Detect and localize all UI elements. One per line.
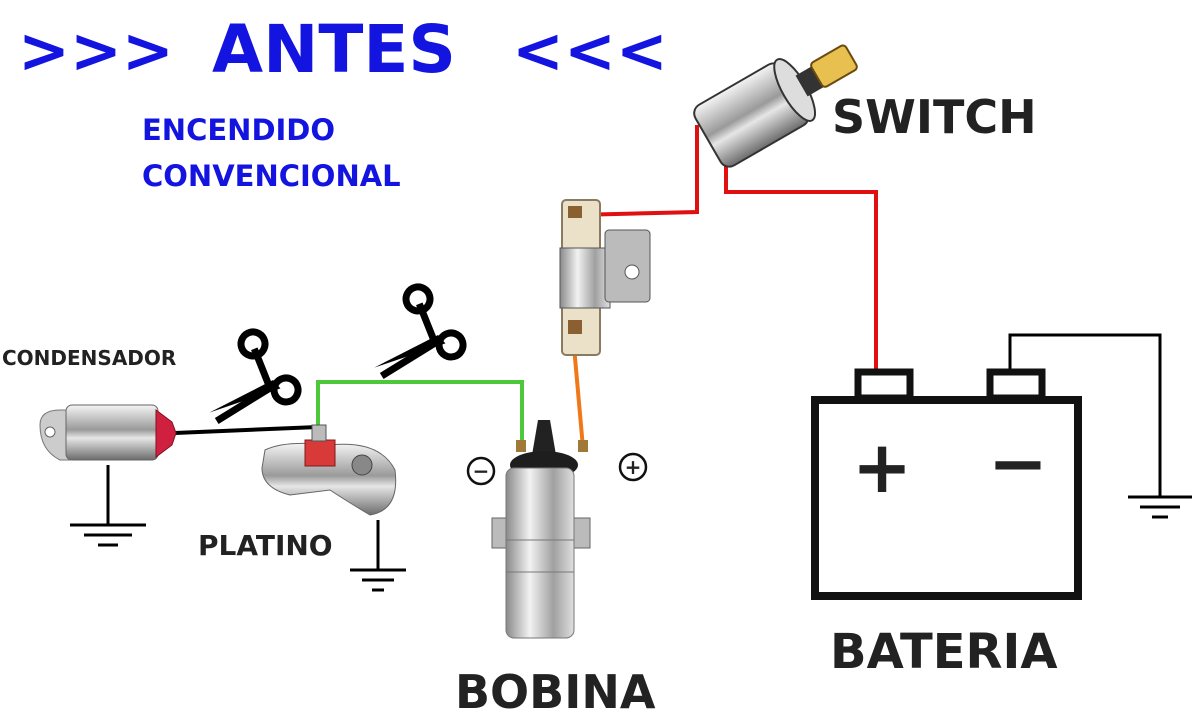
ignition-switch: SWITCH — [693, 44, 1037, 168]
battery-ground-wire — [1008, 333, 1162, 497]
coil-minus-sign: − — [473, 459, 490, 483]
ballast-resistor — [559, 199, 651, 356]
coil-positive-terminal-icon — [618, 452, 648, 482]
bateria-label: BATERIA — [830, 624, 1058, 680]
switch-label: SWITCH — [832, 90, 1037, 144]
subtitle-line2: CONVENCIONAL — [142, 159, 401, 193]
title-left-arrows: >>> — [18, 14, 174, 87]
ground-icon — [70, 523, 146, 547]
condensador-label: CONDENSADOR — [2, 346, 176, 370]
coil-plus-sign: + — [625, 455, 642, 479]
breaker-points: PLATINO — [198, 424, 397, 562]
title-right-arrows: <<< — [512, 14, 668, 87]
coil-negative-terminal-icon — [466, 456, 496, 486]
battery-plus-sign: + — [852, 425, 912, 509]
scissors-icon — [209, 328, 302, 424]
red-wire-switch-ballast — [575, 125, 699, 217]
condenser-wire — [174, 425, 319, 435]
title: ANTES — [212, 11, 456, 88]
ignition-coil: − + BOBINA — [455, 420, 656, 719]
ground-icon — [1128, 495, 1192, 519]
green-wire-platino-coil — [316, 380, 524, 446]
ground-icon — [350, 568, 406, 592]
battery-minus-sign: − — [988, 421, 1048, 505]
battery: + − BATERIA — [811, 368, 1082, 680]
bobina-label: BOBINA — [455, 665, 656, 719]
platino-label: PLATINO — [198, 529, 333, 562]
scissors-icon — [374, 283, 467, 379]
red-wire-switch-battery — [724, 158, 878, 372]
condenser: CONDENSADOR — [2, 346, 177, 461]
subtitle-line1: ENCENDIDO — [142, 113, 335, 147]
